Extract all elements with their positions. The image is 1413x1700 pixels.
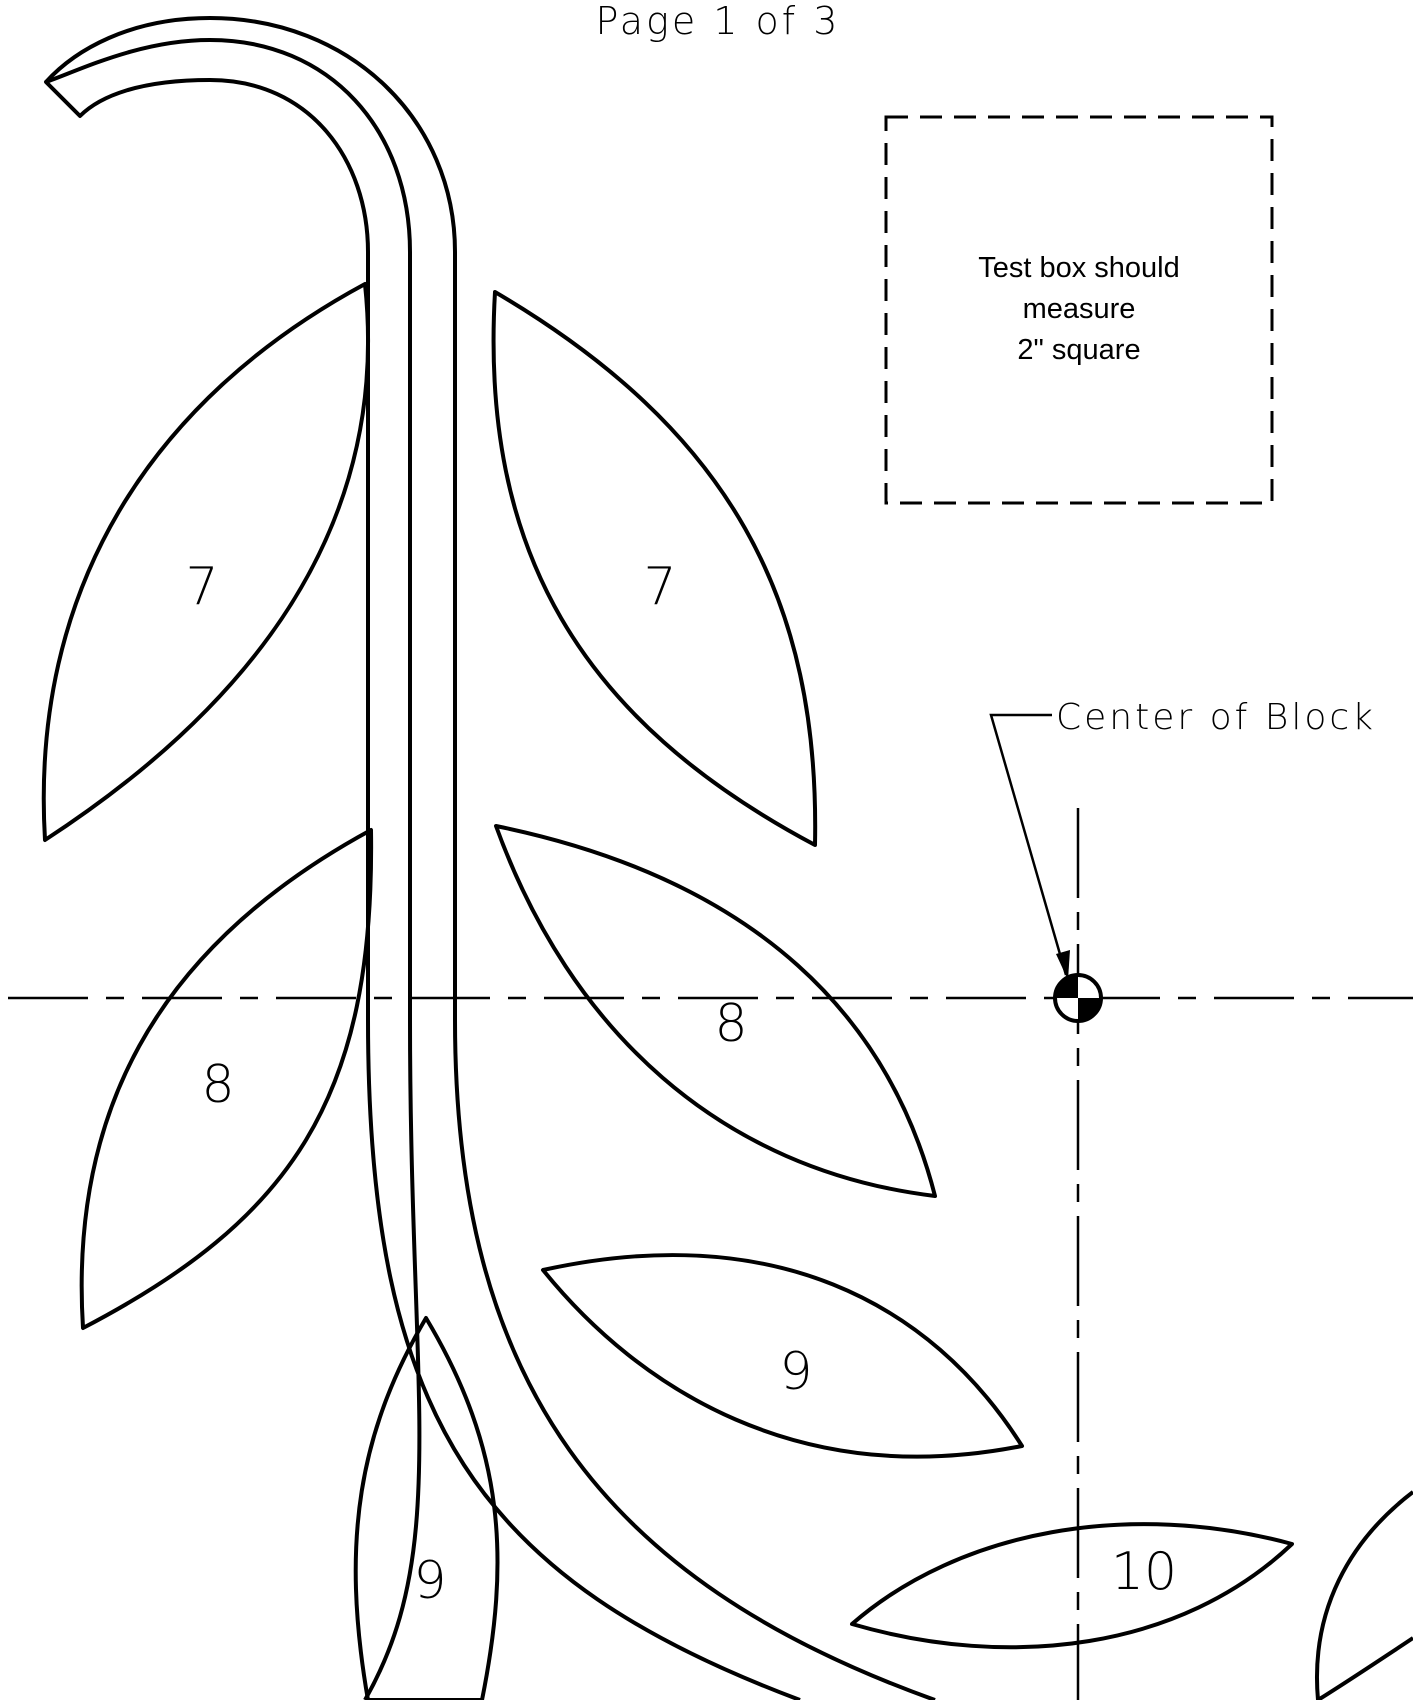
- leaf-8-left: [79, 828, 374, 1330]
- leaf-9-right: [541, 1253, 1024, 1459]
- leaf-9-bottom-number: 9: [413, 1551, 446, 1611]
- test-box-line-3: 2" square: [1017, 334, 1140, 366]
- test-box: [884, 115, 1274, 505]
- leaf-7-left: [41, 282, 371, 842]
- leaf-10: [850, 1522, 1294, 1650]
- stem-outer-edge: [44, 16, 457, 1020]
- leaf-7-right: [491, 290, 818, 847]
- center-of-block-label: Center of Block: [1056, 697, 1376, 738]
- stem-outer-lower: [453, 1019, 936, 1700]
- test-box-line-1: Test box should: [978, 252, 1180, 284]
- leaf-9-bottom: [353, 1316, 500, 1700]
- leaf-10-number: 10: [1111, 1542, 1177, 1602]
- leaf-8-right-number: 8: [714, 994, 747, 1054]
- page-label: Page 1 of 3: [596, 0, 841, 43]
- stem-outline: [44, 38, 801, 1700]
- leaf-7-left-number: 7: [185, 557, 218, 617]
- leaf-partial-edge: [1315, 1490, 1413, 1700]
- center-callout-leader: [989, 713, 1068, 976]
- center-of-block-marker: [1053, 973, 1103, 1023]
- leaf-7-right-number: 7: [643, 557, 676, 617]
- leaf-8-left-number: 8: [201, 1055, 234, 1115]
- leaf-9-right-number: 9: [779, 1342, 812, 1402]
- test-box-line-2: measure: [1023, 293, 1136, 325]
- center-callout-arrowhead: [1056, 950, 1070, 980]
- leaf-8-right: [494, 824, 937, 1198]
